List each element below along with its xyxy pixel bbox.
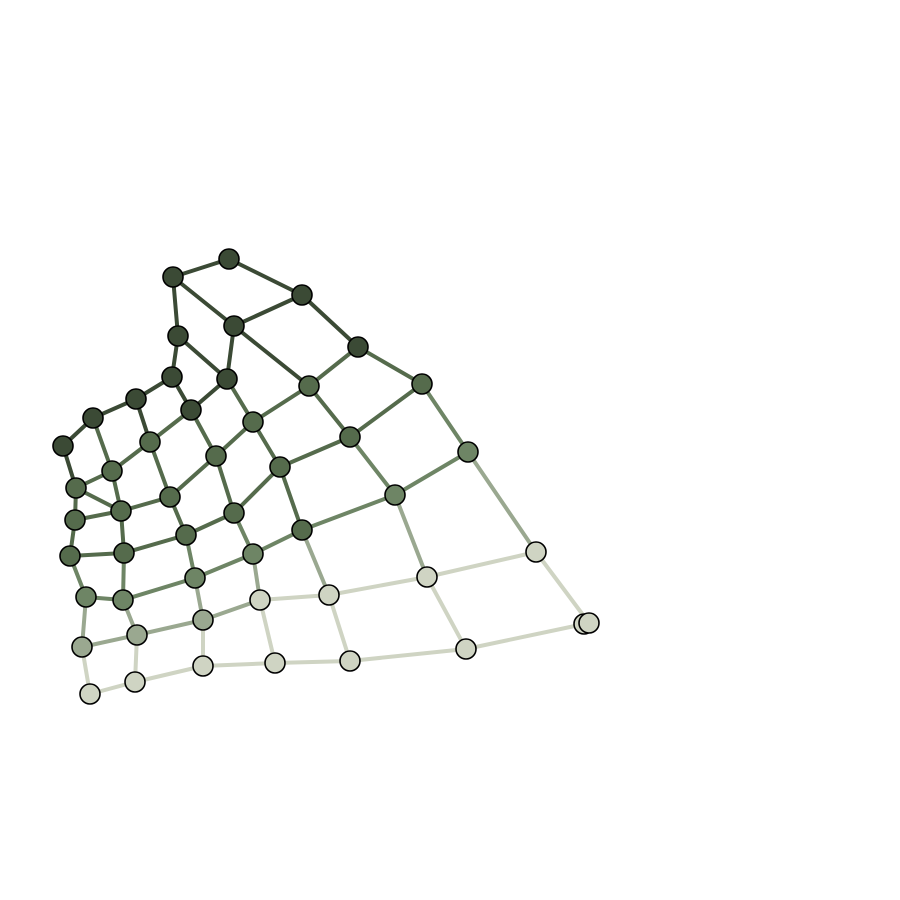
graph-node (139, 431, 161, 453)
graph-node (457, 441, 479, 463)
graph-node (124, 671, 146, 693)
graph-edge (393, 450, 470, 497)
graph-node (113, 542, 135, 564)
graph-node (192, 609, 214, 631)
graph-node (180, 399, 202, 421)
graph-node (249, 589, 271, 611)
graph-node (525, 541, 547, 563)
graph-node (318, 584, 340, 606)
node-layer (52, 248, 600, 705)
graph-edge (466, 450, 538, 554)
graph-node (75, 586, 97, 608)
graph-edge (300, 293, 360, 349)
graph-node (223, 315, 245, 337)
graph-edge (464, 621, 591, 651)
graph-edge (121, 576, 197, 602)
graph-node (218, 248, 240, 270)
graph-node (205, 445, 227, 467)
graph-node (79, 683, 101, 705)
graph-node (162, 266, 184, 288)
graph-node (167, 325, 189, 347)
graph-edge (327, 593, 352, 663)
graph-node (192, 655, 214, 677)
graph-edge (300, 528, 331, 597)
graph-edge (348, 647, 468, 663)
graph-node (216, 368, 238, 390)
graph-edge (232, 465, 282, 515)
graph-node (242, 411, 264, 433)
graph-edge (171, 275, 236, 328)
graph-edge (425, 550, 538, 579)
graph-edge (300, 493, 397, 532)
graph-edge (278, 435, 352, 469)
graph-edge (393, 493, 429, 579)
graph-node (161, 366, 183, 388)
graph-edge (201, 661, 277, 668)
graph-node (65, 477, 87, 499)
graph-node (101, 460, 123, 482)
graph-node (223, 502, 245, 524)
graph-node (298, 375, 320, 397)
graph-node (269, 456, 291, 478)
graph-edge (232, 293, 304, 328)
graph-node (384, 484, 406, 506)
graph-edge (534, 550, 591, 625)
graph-node (59, 545, 81, 567)
graph-edge (278, 465, 304, 532)
graph-node (112, 589, 134, 611)
graph-edge (135, 618, 205, 637)
graph-node (455, 638, 477, 660)
graph-node (578, 612, 600, 634)
graph-node (110, 500, 132, 522)
graph-edge (425, 575, 468, 651)
graph-edge (356, 345, 424, 386)
graph-edge (273, 659, 352, 665)
graph-node (411, 373, 433, 395)
graph-edge (258, 593, 331, 602)
graph-edge (232, 324, 311, 388)
graph-edge (348, 382, 424, 439)
graph-node (175, 524, 197, 546)
graph-node (416, 566, 438, 588)
graph-edge (227, 257, 304, 297)
graph-node (64, 509, 86, 531)
graph-edge (176, 334, 229, 381)
graph-node (71, 636, 93, 658)
graph-node (126, 624, 148, 646)
graph-node (339, 426, 361, 448)
graph-node (339, 650, 361, 672)
graph-edge (327, 575, 429, 597)
graph-edge (348, 435, 397, 497)
graph-edge (420, 382, 470, 454)
graph-edge (307, 384, 352, 439)
graph-node (291, 519, 313, 541)
graph-node (52, 435, 74, 457)
graph-node (347, 336, 369, 358)
graph-node (242, 543, 264, 565)
graph-node (125, 388, 147, 410)
graph-node (291, 284, 313, 306)
graph-node (264, 652, 286, 674)
graph-edge (133, 664, 205, 684)
graph-node (82, 407, 104, 429)
graph-edge (251, 384, 311, 424)
graph-node (159, 486, 181, 508)
graph-node (184, 567, 206, 589)
